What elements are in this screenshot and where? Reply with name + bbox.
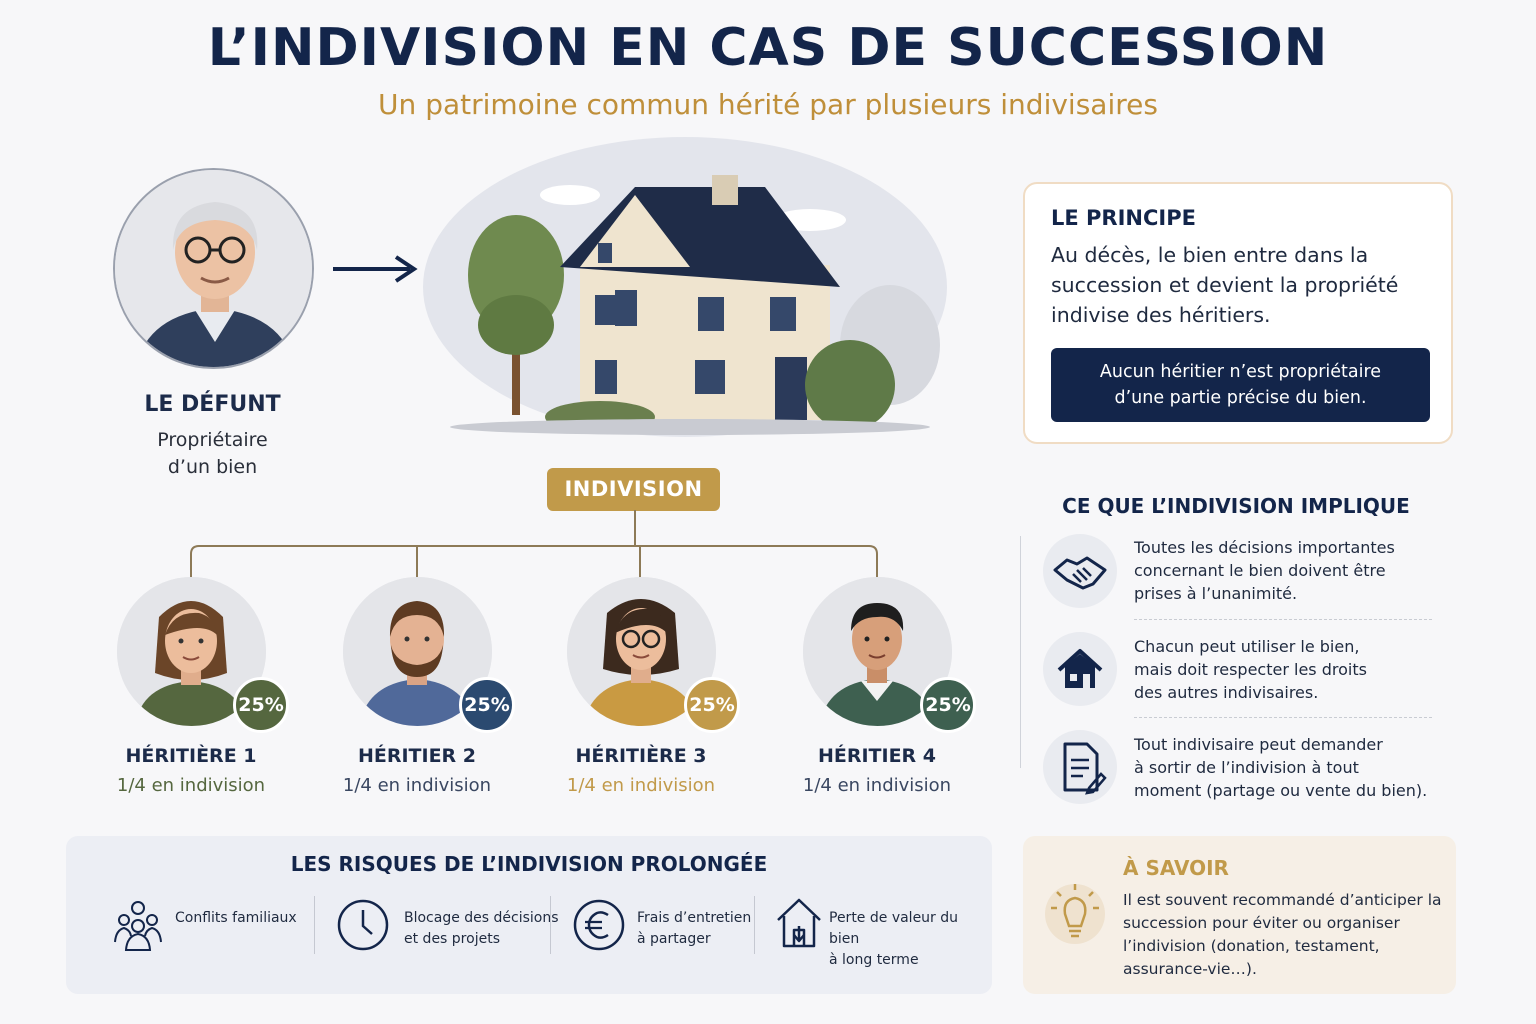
implication-3-icon-bg bbox=[1043, 730, 1117, 804]
euro-icon bbox=[573, 899, 625, 951]
heir-1-percent-badge: 25% bbox=[233, 677, 289, 733]
handshake-icon bbox=[1053, 556, 1107, 590]
house-illustration bbox=[423, 137, 947, 437]
implication-1-line1: Toutes les décisions importantes bbox=[1134, 538, 1395, 557]
heir-3-name: HÉRITIÈRE 3 bbox=[575, 745, 707, 767]
connector-lines bbox=[190, 510, 878, 578]
clock-icon bbox=[337, 899, 389, 951]
defunt-avatar bbox=[113, 168, 314, 369]
risk-4-line2: à long terme bbox=[829, 952, 919, 968]
defunt-line2: d’un bien bbox=[167, 456, 258, 478]
principle-banner-line2: d’une partie précise du bien. bbox=[1114, 388, 1367, 408]
risk-1-text: Conflits familiaux bbox=[175, 908, 297, 929]
heir-3-percent-badge: 25% bbox=[684, 677, 740, 733]
heir-1-share: 1/4 en indivision bbox=[116, 775, 266, 796]
indivision-badge: INDIVISION bbox=[547, 468, 720, 511]
risk-3-line1: Frais d’entretien bbox=[637, 910, 752, 926]
implication-1-line2: concernant le bien doivent être bbox=[1134, 561, 1386, 580]
implication-2-icon-bg bbox=[1043, 632, 1117, 706]
risk-2-text: Blocage des décisions et des projets bbox=[404, 908, 559, 950]
heir-3-share: 1/4 en indivision bbox=[566, 775, 716, 796]
house-down-icon bbox=[777, 898, 821, 948]
risk-separator-3 bbox=[754, 896, 755, 954]
house-icon bbox=[1057, 649, 1103, 688]
risk-2-line2: et des projets bbox=[404, 931, 500, 947]
implication-divider-2 bbox=[1134, 717, 1432, 718]
principle-banner-line1: Aucun héritier n’est propriétaire bbox=[1099, 362, 1382, 382]
implication-2-text: Chacun peut utiliser le bien, mais doit … bbox=[1134, 635, 1434, 704]
risk-3-line2: à partager bbox=[637, 931, 711, 947]
risk-3-text: Frais d’entretien à partager bbox=[637, 908, 751, 950]
people-group-icon bbox=[114, 901, 162, 951]
principle-text: Au décès, le bien entre dans la successi… bbox=[1051, 243, 1399, 327]
risk-separator-1 bbox=[314, 896, 315, 954]
implication-2-line1: Chacun peut utiliser le bien, bbox=[1134, 637, 1360, 656]
savoir-text: Il est souvent recommandé d’anticiper la… bbox=[1123, 891, 1442, 978]
heir-4-share: 1/4 en indivision bbox=[802, 775, 952, 796]
page-title: L’INDIVISION EN CAS DE SUCCESSION bbox=[207, 18, 1329, 78]
defunt-title: LE DÉFUNT bbox=[144, 392, 281, 417]
risk-2-line1: Blocage des décisions bbox=[404, 910, 559, 926]
heir-1-name: HÉRITIÈRE 1 bbox=[125, 745, 257, 767]
savoir-panel: À SAVOIR Il est souvent recommandé d’ant… bbox=[1023, 836, 1456, 994]
defunt-line1: Propriétaire bbox=[157, 429, 268, 451]
risk-4-line1: Perte de valeur du bien bbox=[829, 910, 959, 947]
arrow-right-icon bbox=[333, 255, 418, 283]
document-icon bbox=[1063, 742, 1107, 795]
page-subtitle: Un patrimoine commun hérité par plusieur… bbox=[378, 88, 1158, 121]
implication-3-text: Tout indivisaire peut demander à sortir … bbox=[1134, 733, 1434, 802]
heir-4-name: HÉRITIER 4 bbox=[817, 745, 937, 767]
principle-title: LE PRINCIPE bbox=[1051, 206, 1196, 230]
heir-4-percent-badge: 25% bbox=[920, 677, 976, 733]
heir-2-share: 1/4 en indivision bbox=[342, 775, 492, 796]
risk-separator-2 bbox=[550, 896, 551, 954]
risks-title: LES RISQUES DE L’INDIVISION PROLONGÉE bbox=[290, 852, 768, 876]
implication-1-line3: prises à l’unanimité. bbox=[1134, 584, 1298, 603]
risk-4-text: Perte de valeur du bien à long terme bbox=[829, 908, 992, 971]
heir-2-name: HÉRITIER 2 bbox=[357, 745, 477, 767]
implication-divider-1 bbox=[1134, 619, 1432, 620]
risk-1-line1: Conflits familiaux bbox=[175, 910, 297, 926]
heir-2-percent-badge: 25% bbox=[459, 677, 515, 733]
implications-vertical-line bbox=[1020, 536, 1021, 768]
lightbulb-icon bbox=[1045, 884, 1105, 944]
heir-3-avatar bbox=[567, 577, 716, 726]
implication-3-line2: à sortir de l’indivision à tout bbox=[1134, 758, 1359, 777]
risks-panel: LES RISQUES DE L’INDIVISION PROLONGÉE Co… bbox=[66, 836, 992, 994]
implications-title: CE QUE L’INDIVISION IMPLIQUE bbox=[1062, 494, 1410, 518]
implication-2-line2: mais doit respecter les droits bbox=[1134, 660, 1367, 679]
implication-3-line1: Tout indivisaire peut demander bbox=[1134, 735, 1383, 754]
principle-card: LE PRINCIPE Au décès, le bien entre dans… bbox=[1023, 182, 1453, 444]
implication-1-text: Toutes les décisions importantes concern… bbox=[1134, 536, 1434, 605]
implication-1-icon-bg bbox=[1043, 534, 1117, 608]
implication-2-line3: des autres indivisaires. bbox=[1134, 683, 1319, 702]
savoir-title: À SAVOIR bbox=[1123, 856, 1229, 880]
heir-4-avatar bbox=[803, 577, 952, 726]
heir-1-avatar bbox=[117, 577, 266, 726]
implication-3-line3: moment (partage ou vente du bien). bbox=[1134, 781, 1428, 800]
principle-banner: Aucun héritier n’est propriétaire d’une … bbox=[1051, 348, 1430, 422]
